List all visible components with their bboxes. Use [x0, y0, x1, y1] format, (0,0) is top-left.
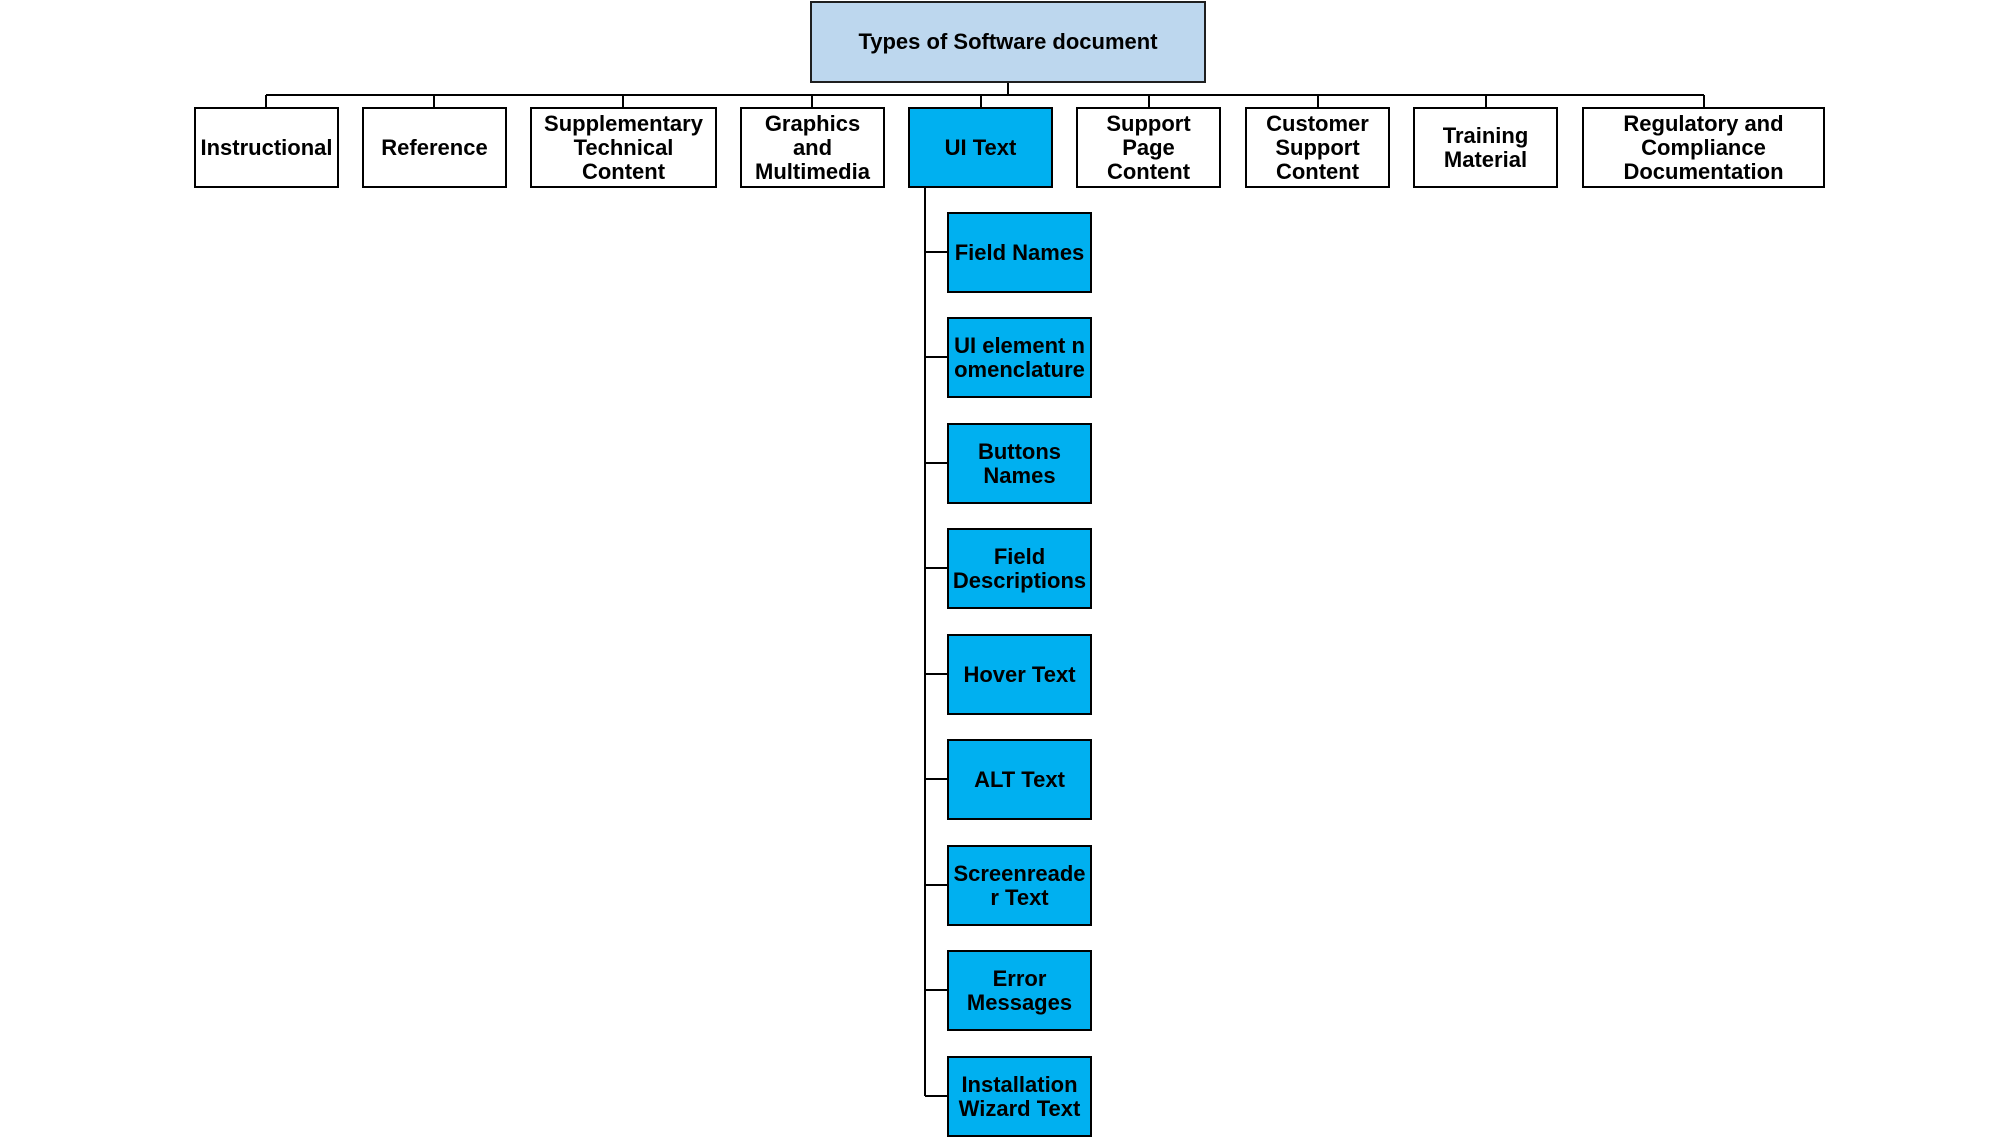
node-label: Buttons Names — [977, 438, 1062, 488]
node-label: Instructional — [200, 134, 333, 160]
node-label: ALT Text — [974, 766, 1065, 792]
node-supplementary-technical-content: Supplementary Technical Content — [530, 107, 717, 188]
node-label: Field Descriptions — [952, 543, 1087, 593]
node-label: UI element nomenclature — [954, 332, 1085, 382]
node-label: Supplementary Technical Content — [544, 110, 703, 184]
node-label: Hover Text — [963, 661, 1076, 687]
node-reference: Reference — [362, 107, 507, 188]
node-ui-element-nomenclature: UI element nomenclature — [947, 317, 1092, 398]
node-label: Installation Wizard Text — [958, 1071, 1081, 1121]
node-graphics-and-multimedia: Graphics and Multimedia — [740, 107, 885, 188]
node-alt-text: ALT Text — [947, 739, 1092, 820]
node-installation-wizard-text: Installation Wizard Text — [947, 1056, 1092, 1137]
root-label: Types of Software document — [858, 29, 1158, 54]
node-label: Field Names — [954, 239, 1085, 265]
node-label: Regulatory and Compliance Documentation — [1623, 110, 1784, 184]
node-label: Screenreader Text — [953, 860, 1086, 910]
node-regulatory-and-compliance-documentation: Regulatory and Compliance Documentation — [1582, 107, 1825, 188]
root-node: Types of Software document — [810, 1, 1206, 83]
node-instructional: Instructional — [194, 107, 339, 188]
node-label: Customer Support Content — [1266, 110, 1369, 184]
node-customer-support-content: Customer Support Content — [1245, 107, 1390, 188]
node-label: UI Text — [944, 134, 1017, 160]
node-label: Reference — [381, 134, 488, 160]
node-screenreader-text: Screenreader Text — [947, 845, 1092, 926]
node-training-material: Training Material — [1413, 107, 1558, 188]
node-ui-text: UI Text — [908, 107, 1053, 188]
node-label: Error Messages — [966, 965, 1073, 1015]
node-field-descriptions: Field Descriptions — [947, 528, 1092, 609]
node-support-page-content: Support Page Content — [1076, 107, 1221, 188]
node-label: Support Page Content — [1106, 110, 1191, 184]
node-label: Training Material — [1442, 122, 1529, 172]
node-error-messages: Error Messages — [947, 950, 1092, 1031]
node-buttons-names: Buttons Names — [947, 423, 1092, 504]
node-field-names: Field Names — [947, 212, 1092, 293]
node-hover-text: Hover Text — [947, 634, 1092, 715]
node-label: Graphics and Multimedia — [755, 110, 870, 184]
